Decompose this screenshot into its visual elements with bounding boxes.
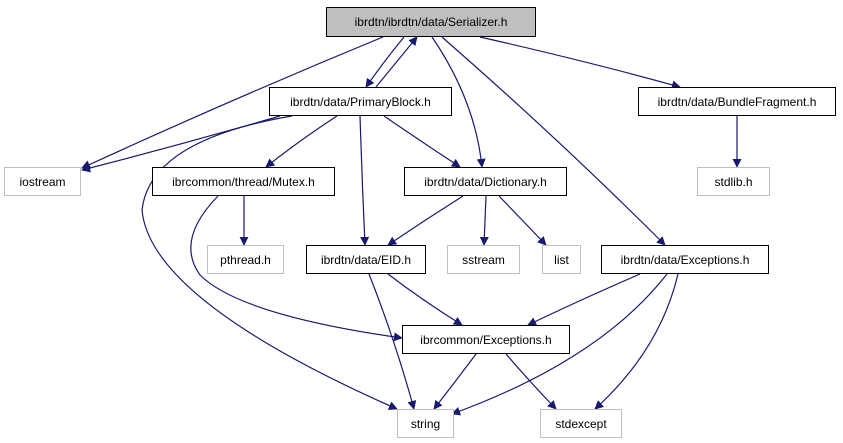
node-label: ibrdtn/data/EID.h	[320, 252, 412, 267]
node-mutex[interactable]: ibrcommon/thread/Mutex.h	[152, 167, 335, 196]
dependency-edges	[81, 36, 742, 416]
edge-mutex-commonexceptions	[190, 195, 403, 342]
edge-commonexceptions-stdexcept	[505, 353, 557, 410]
node-stdexcept[interactable]: stdexcept	[540, 409, 622, 438]
edge-primaryblock-string	[141, 115, 398, 410]
edge-serializer-primaryblock	[365, 36, 405, 88]
node-label: ibrcommon/thread/Mutex.h	[172, 174, 315, 189]
edge-serializer-dtnexceptions	[441, 36, 666, 246]
edge-eid-string	[368, 273, 417, 410]
node-pthread[interactable]: pthread.h	[207, 245, 284, 274]
node-label: stdlib.h	[714, 174, 753, 189]
node-ibrcommon-exceptions[interactable]: ibrcommon/Exceptions.h	[402, 325, 570, 354]
edge-primaryblock-dictionary	[383, 115, 461, 168]
edge-dtnexceptions-stdexcept	[594, 273, 679, 410]
node-bundlefragment[interactable]: ibrdtn/data/BundleFragment.h	[638, 87, 836, 116]
edge-serializer-bundlefragment	[479, 36, 681, 90]
node-label: list	[554, 252, 569, 267]
edge-serializer-iostream	[81, 36, 384, 169]
node-label: pthread.h	[220, 252, 271, 267]
edge-dictionary-eid	[387, 195, 464, 246]
edge-eid-commonexceptions	[387, 273, 463, 326]
node-serializer[interactable]: ibrdtn/ibrdtn/data/Serializer.h	[326, 7, 536, 37]
node-list[interactable]: list	[542, 245, 581, 274]
node-dictionary[interactable]: ibrdtn/data/Dictionary.h	[404, 167, 567, 196]
edge-dtnexceptions-commonexceptions	[527, 273, 641, 326]
node-primaryblock[interactable]: ibrdtn/data/PrimaryBlock.h	[269, 87, 452, 116]
node-dtn-exceptions[interactable]: ibrdtn/data/Exceptions.h	[601, 245, 769, 274]
node-eid[interactable]: ibrdtn/data/EID.h	[306, 245, 426, 274]
edge-primaryblock-serializer	[375, 36, 418, 88]
node-label: sstream	[462, 252, 505, 267]
node-label: ibrdtn/data/Dictionary.h	[424, 174, 547, 189]
node-label: string	[410, 416, 441, 431]
node-string[interactable]: string	[397, 409, 454, 438]
node-label: iostream	[19, 174, 66, 189]
edge-dtnexceptions-string	[451, 273, 668, 416]
edge-dictionary-sstream	[479, 195, 489, 246]
node-stdlib[interactable]: stdlib.h	[697, 167, 770, 196]
node-label: ibrdtn/data/PrimaryBlock.h	[290, 94, 431, 109]
edge-primaryblock-eid	[359, 115, 370, 246]
node-label: ibrdtn/data/Exceptions.h	[620, 252, 750, 267]
edge-dictionary-list	[498, 195, 547, 246]
edge-commonexceptions-string	[433, 353, 477, 410]
node-label: ibrdtn/ibrdtn/data/Serializer.h	[354, 15, 508, 29]
node-label: stdexcept	[555, 416, 607, 431]
edge-primaryblock-mutex	[265, 115, 338, 168]
node-iostream[interactable]: iostream	[4, 167, 81, 196]
node-label: ibrdtn/data/BundleFragment.h	[657, 94, 817, 109]
node-label: ibrcommon/Exceptions.h	[420, 332, 552, 347]
edge-serializer-dictionary	[431, 36, 486, 168]
edge-primaryblock-iostream	[81, 115, 281, 173]
node-sstream[interactable]: sstream	[447, 245, 520, 274]
